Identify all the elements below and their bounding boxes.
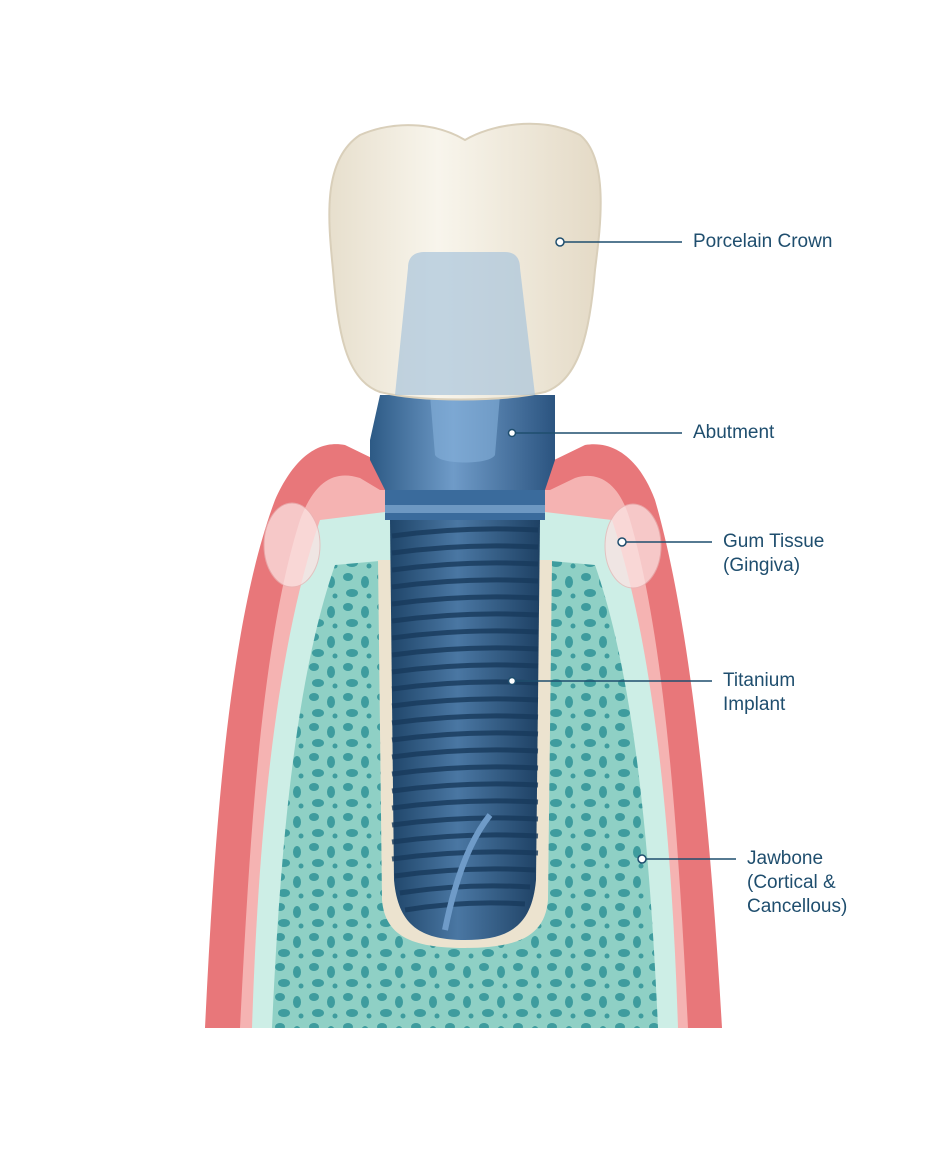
leader-lines (507, 237, 736, 864)
label-titanium-implant: Titanium Implant (723, 669, 795, 717)
implant-thread (391, 594, 539, 607)
implant-thread (391, 560, 539, 573)
label-line: (Cortical & (747, 872, 836, 893)
gum-bulge-right (604, 503, 662, 589)
implant-thread (394, 866, 536, 879)
implant-thread (391, 662, 539, 675)
implant-thread (391, 713, 539, 726)
label-text: Abutment (693, 422, 775, 443)
implant-thread (404, 900, 526, 913)
label-abutment: Abutment (693, 421, 774, 445)
label-porcelain-crown: Porcelain Crown (693, 230, 832, 254)
implant-thread (391, 628, 539, 641)
label-line: Gum Tissue (723, 531, 825, 552)
implant-thread (391, 798, 539, 811)
implant-thread (391, 730, 539, 743)
label-text: Porcelain Crown (693, 231, 833, 252)
implant-thread (391, 679, 539, 692)
implant-thread (391, 611, 539, 624)
implant-thread (391, 747, 539, 760)
gum-bulge-left (263, 502, 321, 588)
label-line: Titanium (723, 670, 796, 691)
implant-thread (391, 815, 539, 828)
implant-thread (391, 696, 539, 709)
label-line: Cancellous) (747, 896, 848, 917)
implant-thread (391, 764, 539, 777)
label-gum-tissue: Gum Tissue (Gingiva) (723, 530, 824, 578)
implant-thread (391, 577, 539, 590)
label-line: (Gingiva) (723, 555, 801, 576)
abutment (370, 395, 555, 520)
titanium-implant (390, 520, 540, 940)
implant-thread (399, 883, 531, 896)
implant-thread (391, 645, 539, 658)
implant-thread (391, 781, 539, 794)
label-jawbone: Jawbone (Cortical & Cancellous) (747, 847, 847, 919)
implant-thread (391, 543, 539, 556)
label-line: Implant (723, 694, 786, 715)
label-line: Jawbone (747, 848, 824, 869)
implant-thread (391, 832, 539, 845)
implant-thread (391, 526, 539, 539)
abutment-inside-crown (395, 252, 535, 395)
